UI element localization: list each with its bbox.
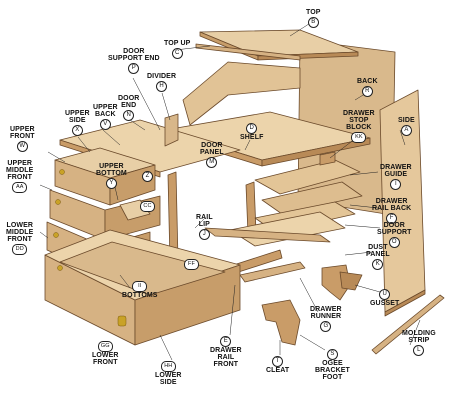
- label-z: Z: [142, 170, 153, 182]
- pull-upper-middle: [55, 199, 61, 205]
- dust-panel: [261, 181, 363, 215]
- label-shelf: DDSHELF: [240, 123, 264, 141]
- pull-lower-middle: [53, 232, 59, 238]
- gusset: [339, 271, 363, 291]
- label-ff: FF: [184, 258, 199, 270]
- pull-lower: [57, 265, 63, 271]
- back-upright: [182, 61, 301, 126]
- drawer-runner: [239, 261, 306, 283]
- label-cc: CC: [140, 200, 155, 212]
- ogee-bracket-foot-left: [261, 299, 301, 346]
- pull-upper: [59, 169, 65, 175]
- top-up-strip: [195, 43, 301, 61]
- molding-strip: [371, 294, 445, 355]
- drawer-rail-back: [254, 159, 361, 195]
